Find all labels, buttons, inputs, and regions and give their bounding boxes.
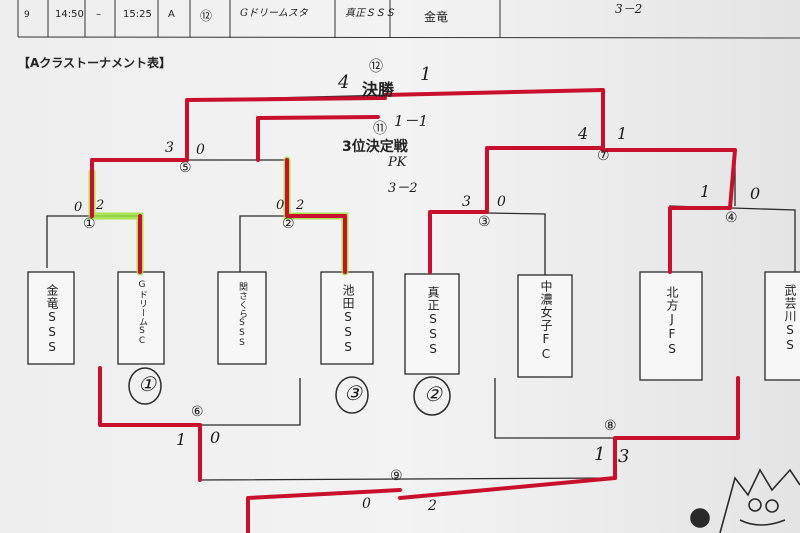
match-7-no: ⑦ [597,148,610,164]
placement-third: ③ [344,381,362,405]
third-place-match-no: ⑪ [373,121,387,137]
third-place-pk-label: PK [388,155,407,170]
header-team-right: 金竜 [424,10,449,24]
placement-circles [128,367,451,416]
match-5-score-right: 0 [196,142,205,158]
match-9-score-left: 0 [362,496,371,512]
header-separator: – [96,9,101,20]
match-6-score-right: 0 [210,428,221,447]
match-5-no: ⑤ [179,160,192,176]
match-6-no: ⑥ [191,404,204,420]
team-box-7 [639,271,703,381]
match-8-score-right: 3 [618,446,630,467]
match-5-score-left: 3 [165,140,174,156]
match-2-score-left: 0 [276,198,285,213]
header-team-mid: 真正ＳＳＳ [345,8,395,19]
header-team-left: Gドリームスタ [240,8,308,19]
third-place-pk-score: 3－2 [388,181,418,196]
team-box-8 [764,271,800,381]
match-3-no: ③ [478,214,491,230]
team-name-1: 金竜SSS [45,284,59,355]
header-score: 3－2 [615,2,643,16]
header-table-lines [17,0,800,39]
match-3-score-left: 3 [462,194,471,210]
match-2-score-right: 2 [296,198,305,213]
bracket-title: 【Aクラストーナメント表】 [18,56,172,70]
team-name-3: 関さくらSSS [237,282,247,348]
third-place-score: 1－1 [394,112,429,130]
team-name-7: 北方JFS [665,286,679,357]
header-match-no: ⑫ [200,9,213,23]
match-1-score-left: 0 [74,200,83,215]
team-name-4: 池田SSS [341,284,355,355]
team-name-8: 武芸川SS [783,284,797,353]
final-score-right: 1 [420,64,432,85]
match-6-score-left: 1 [176,430,187,449]
match-1-no: ① [83,216,96,232]
red-winner-lines [90,88,740,533]
team-box-2 [117,271,165,365]
match-4-score-left: 1 [700,182,711,201]
match-2-no: ② [282,216,295,232]
match-1-score-right: 2 [96,198,105,213]
team-box-3 [217,271,267,365]
final-score-left: 4 [338,72,350,93]
final-label: 決勝 [362,80,395,99]
match-3-score-right: 0 [497,194,506,210]
team-box-6 [517,274,573,378]
placement-second: ② [424,382,442,406]
header-end-time: 15:25 [123,9,152,20]
header-court: A [168,9,175,20]
team-box-4 [320,271,374,365]
match-4-score-right: 0 [750,184,761,203]
match-9-score-right: 2 [428,498,437,514]
team-name-5: 真正SSS [426,286,440,357]
match-7-score-left: 4 [578,124,589,143]
match-7-score-right: 1 [617,124,628,143]
team-box-1 [27,271,75,365]
match-9-no: ⑨ [390,468,403,484]
third-place-label: 3位決定戦 [342,139,408,155]
header-row-number: 9 [24,10,30,20]
team-name-6: 中濃女子FC [539,280,553,362]
team-name-2: GドリームSC [137,280,147,346]
team-box-5 [404,273,460,375]
match-8-no: ⑧ [604,418,617,434]
header-start-time: 14:50 [55,9,84,20]
match-8-score-left: 1 [594,444,606,465]
team-boxes [27,271,800,381]
mascot-doodle [690,468,800,533]
match-4-no: ④ [725,210,738,226]
placement-first: ① [138,372,156,396]
final-match-no: ⑫ [369,59,383,75]
